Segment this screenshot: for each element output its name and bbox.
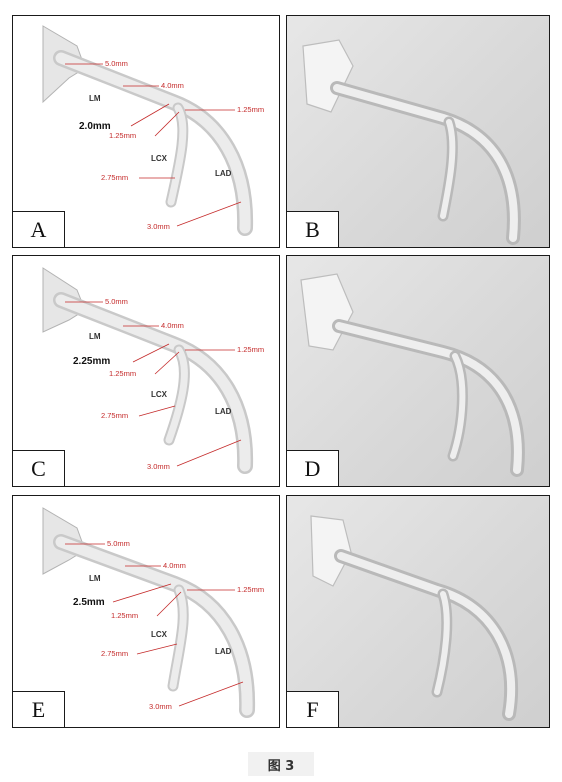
panel-b: B	[286, 15, 550, 248]
lm-lad-vessel	[53, 50, 254, 236]
panel-label: E	[13, 691, 65, 727]
dim-lad-distal: 3.0mm	[147, 462, 170, 471]
dim-lad-distal: 3.0mm	[147, 222, 170, 231]
label-lad: LAD	[215, 647, 232, 656]
angle-label: 2.25mm	[73, 356, 110, 367]
vessel-diagram: 5.0mm 4.0mm 1.25mm 1.25mm 2.75mm 3.0mm 2…	[42, 507, 264, 718]
model-photo	[302, 39, 521, 245]
label-lm: LM	[89, 574, 101, 583]
panel-e: 5.0mm 4.0mm 1.25mm 1.25mm 2.75mm 3.0mm 2…	[12, 495, 280, 728]
panel-f: F	[286, 495, 550, 728]
dim-ostium: 5.0mm	[107, 539, 130, 548]
model-photo	[300, 273, 525, 477]
dim-lad-proximal: 1.25mm	[237, 585, 264, 594]
figure-caption: 图 3	[248, 752, 314, 776]
label-lcx: LCX	[151, 630, 168, 639]
model-funnel	[302, 39, 354, 113]
dim-lcx-proximal: 1.25mm	[109, 369, 136, 378]
panel-d: D	[286, 255, 550, 487]
dim-lcx-distal: 2.75mm	[101, 411, 128, 420]
label-lad: LAD	[215, 169, 232, 178]
model-photo	[310, 515, 519, 721]
angle-label: 2.5mm	[73, 597, 105, 608]
panel-label: A	[13, 211, 65, 247]
model-funnel	[310, 515, 352, 587]
dim-lcx-distal: 2.75mm	[101, 173, 128, 182]
label-lcx: LCX	[151, 154, 168, 163]
label-lad: LAD	[215, 407, 232, 416]
dim-lad-proximal: 1.25mm	[237, 345, 264, 354]
panel-label: C	[13, 450, 65, 486]
label-lcx: LCX	[151, 390, 168, 399]
lm-lad-vessel	[53, 534, 256, 718]
dim-ostium: 5.0mm	[105, 297, 128, 306]
dim-lm-distal: 4.0mm	[161, 321, 184, 330]
panel-a: 5.0mm 4.0mm 1.25mm 1.25mm 2.75mm 3.0mm 2…	[12, 15, 280, 248]
model-funnel	[300, 273, 354, 351]
dim-lm-distal: 4.0mm	[161, 81, 184, 90]
dim-lm-distal: 4.0mm	[163, 561, 186, 570]
panel-label: D	[287, 450, 339, 486]
vessel-diagram: 5.0mm 4.0mm 1.25mm 1.25mm 2.75mm 3.0mm 2…	[42, 25, 264, 236]
panel-label: B	[287, 211, 339, 247]
dim-lad-distal: 3.0mm	[149, 702, 172, 711]
panel-label: F	[287, 691, 339, 727]
label-lm: LM	[89, 94, 101, 103]
vessel-diagram: 5.0mm 4.0mm 1.25mm 1.25mm 2.75mm 3.0mm 2…	[42, 267, 264, 474]
dim-lcx-proximal: 1.25mm	[111, 611, 138, 620]
dim-lcx-distal: 2.75mm	[101, 649, 128, 658]
label-lm: LM	[89, 332, 101, 341]
panel-c: 5.0mm 4.0mm 1.25mm 1.25mm 2.75mm 3.0mm 2…	[12, 255, 280, 487]
dim-lcx-proximal: 1.25mm	[109, 131, 136, 140]
angle-label: 2.0mm	[79, 121, 111, 132]
dim-ostium: 5.0mm	[105, 59, 128, 68]
dim-lad-proximal: 1.25mm	[237, 105, 264, 114]
